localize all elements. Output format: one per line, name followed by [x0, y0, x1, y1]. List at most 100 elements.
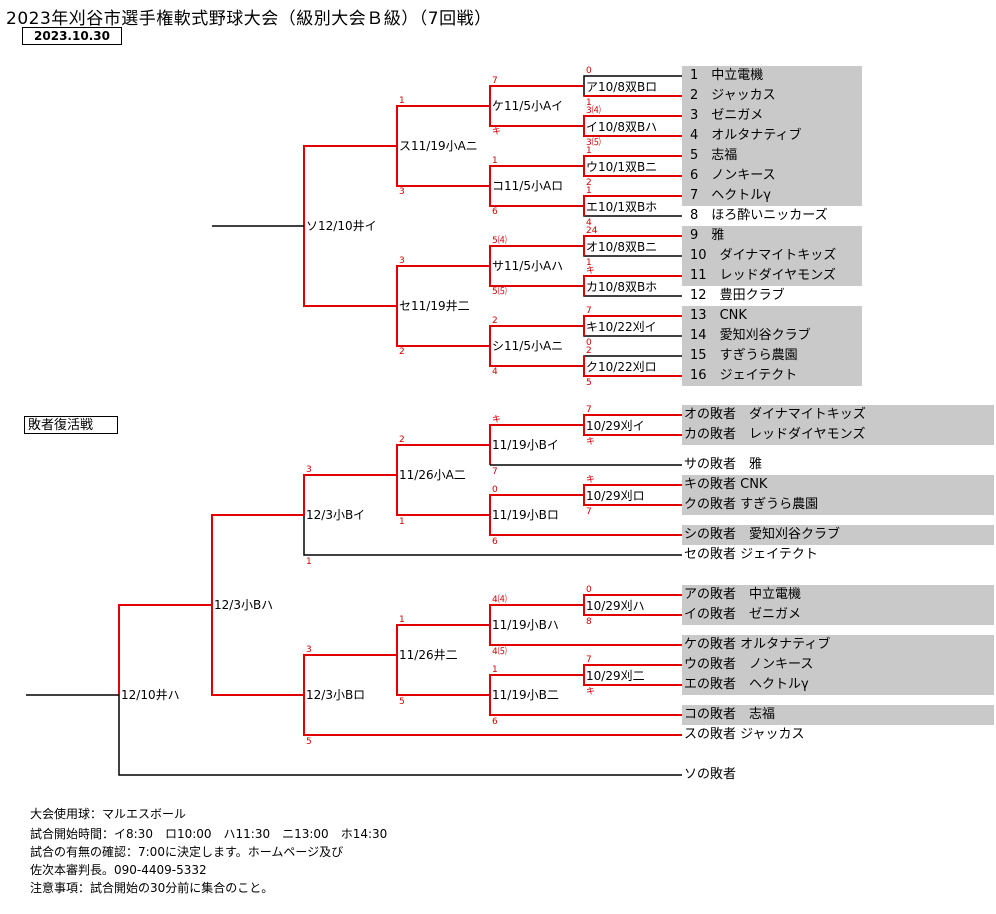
team-name: すぎうら農園	[719, 348, 798, 363]
date-box: 2023.10.30	[22, 27, 122, 45]
score: 0	[586, 338, 592, 348]
match-so: ソ12/10井イ	[306, 219, 377, 233]
footer-line: 注意事項：試合開始の30分前に集合のこと。	[30, 881, 274, 895]
match-f: 12/10井ハ	[121, 688, 180, 702]
score: 2	[399, 435, 405, 445]
match-p1: 11/26小A二	[399, 468, 466, 482]
team-name: 志福	[711, 148, 738, 163]
entry-number: 4	[690, 128, 699, 143]
team-name: オルタナティブ	[711, 128, 802, 143]
entry-2: 2 ジャッカス	[690, 88, 776, 104]
bracket-p2	[396, 624, 490, 696]
score: キ	[586, 475, 596, 485]
score: 2	[492, 316, 498, 326]
team-name: ジャッカス	[711, 88, 776, 103]
entry-14: 14 愛知刈谷クラブ	[690, 328, 811, 344]
match-shi: シ11/5小Aニ	[492, 339, 564, 353]
score: 4	[586, 218, 592, 228]
match-su: ス11/19小Aニ	[399, 139, 478, 153]
entry-9: 9 雅	[690, 228, 724, 244]
entry-1: 1 中立電機	[690, 68, 763, 84]
entry-band	[682, 146, 862, 206]
entry-4: 4 オルタナティブ	[690, 128, 802, 144]
score: 7	[586, 405, 592, 415]
match-s2: 12/3小Bロ	[306, 688, 366, 702]
match-ki: キ10/22刈イ	[586, 320, 657, 334]
entry-band	[682, 705, 994, 725]
entry-band	[682, 306, 862, 386]
score: 3⑸	[586, 138, 601, 148]
footer-line: 試合開始時間：イ8:30 ロ10:00 ハ11:30 ニ13:00 ホ14:30	[30, 827, 388, 841]
entry-number: 1	[690, 68, 699, 83]
entry-number: 3	[690, 108, 699, 123]
match-t1: 12/3小Bハ	[214, 598, 274, 612]
score: 6	[492, 537, 498, 547]
loser-entry: アの敗者 中立電機	[684, 587, 802, 602]
entry-number: 5	[690, 148, 699, 163]
entry-10: 10 ダイナマイトキッズ	[690, 248, 836, 264]
score: 7	[586, 507, 592, 517]
score: キ	[586, 437, 596, 447]
team-name: 豊田クラブ	[719, 288, 785, 303]
bracket-o-win	[583, 235, 682, 256]
match-i: イ10/8双Bハ	[586, 120, 658, 134]
team-name: ジェイテクト	[719, 368, 798, 383]
entry-number: 8	[690, 208, 699, 223]
score: 0	[586, 585, 592, 595]
entry-number: 12	[690, 288, 707, 303]
score: 1	[306, 557, 312, 567]
bracket-f	[118, 604, 212, 695]
match-p2: 11/26井二	[399, 648, 458, 662]
score: 3	[306, 645, 312, 655]
loser-entry: ケの敗者 オルタナティブ	[684, 637, 831, 652]
score: 7	[492, 76, 498, 86]
score: 1	[492, 665, 498, 675]
entry-band	[682, 226, 862, 286]
entry-band	[682, 585, 994, 625]
match-s1: 12/3小Bイ	[306, 508, 366, 522]
score: 3	[306, 465, 312, 475]
entry-6: 6 ノンキース	[690, 168, 776, 184]
score: 5⑸	[492, 287, 507, 297]
score: キ	[586, 687, 596, 697]
score: 0	[586, 66, 592, 76]
score: 1	[586, 98, 592, 108]
match-r4: 10/29刈二	[586, 669, 645, 683]
score: 5	[306, 737, 312, 747]
score: 2	[399, 347, 405, 357]
score: 1	[399, 615, 405, 625]
entry-band	[682, 635, 994, 695]
score: 3	[399, 256, 405, 266]
footer-line: 大会使用球：マルエスボール	[30, 807, 187, 821]
entry-12: 12 豊田クラブ	[690, 288, 785, 304]
entry-number: 10	[690, 248, 707, 263]
loser-entry: スの敗者 ジャッカス	[684, 727, 805, 742]
page-title: 2023年刈谷市選手権軟式野球大会（級別大会Ｂ級）（7回戦）	[6, 9, 492, 29]
match-r1: 10/29刈イ	[586, 419, 645, 433]
score: 1	[399, 96, 405, 106]
score: 6	[492, 207, 498, 217]
score: 24	[586, 226, 598, 236]
match-r3: 10/29刈ハ	[586, 599, 645, 613]
score: キ	[492, 127, 502, 137]
entry-7: 7 ヘクトルγ	[690, 188, 771, 204]
loser-entry: クの敗者 すぎうら農園	[684, 497, 819, 512]
match-se: セ11/19井二	[399, 299, 470, 313]
score: 3	[399, 187, 405, 197]
bracket-s1-bye	[303, 515, 682, 556]
team-name: 愛知刈谷クラブ	[719, 328, 811, 343]
loser-entry: サの敗者 雅	[684, 457, 763, 472]
match-q1: 11/19小Bイ	[492, 438, 559, 452]
score: 8	[586, 617, 592, 627]
match-ke: ケ11/5小Aイ	[492, 99, 564, 113]
team-name: ゼニガメ	[711, 108, 764, 123]
match-ko: コ11/5小Aロ	[492, 179, 564, 193]
match-u: ウ10/1双Bニ	[586, 160, 658, 174]
entry-number: 6	[690, 168, 699, 183]
score: 5	[399, 697, 405, 707]
match-e: エ10/1双Bホ	[586, 200, 658, 214]
loser-entry: カの敗者 レッドダイヤモンズ	[684, 427, 866, 442]
team-name: ヘクトルγ	[711, 188, 771, 203]
entry-number: 14	[690, 328, 707, 343]
bracket-s1	[303, 474, 397, 515]
